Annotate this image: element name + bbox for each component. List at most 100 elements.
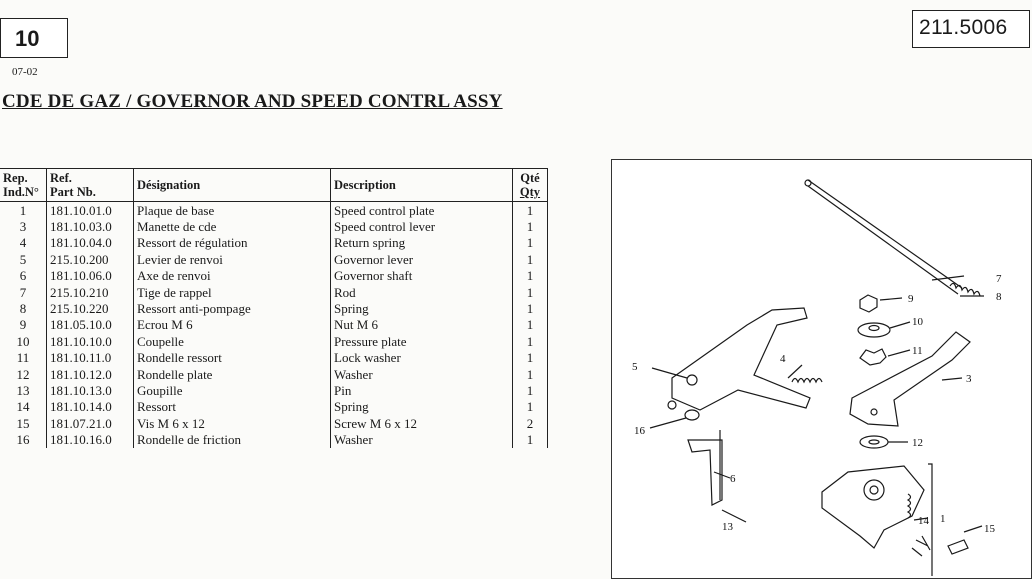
cell-ref: 181.07.21.0 [46, 415, 134, 432]
cell-designation: Manette de cde [133, 218, 331, 235]
cell-rep: 8 [0, 300, 47, 317]
cell-description: Rod [330, 283, 513, 301]
cell-description: Governor shaft [330, 267, 513, 284]
cell-qty: 1 [512, 398, 548, 416]
cell-designation: Tige de rappel [133, 283, 331, 301]
callout-13: 13 [722, 521, 734, 533]
cell-ref: 181.10.06.0 [46, 267, 134, 284]
cell-designation: Rondelle de friction [133, 431, 331, 448]
cell-description: Nut M 6 [330, 316, 513, 334]
cell-description: Governor lever [330, 251, 513, 268]
spring-part-8 [949, 282, 981, 297]
cell-description: Speed control lever [330, 218, 513, 235]
date-code: 07-02 [12, 66, 38, 78]
cell-qty: 1 [512, 218, 548, 235]
header-rep: Rep. Ind.N° [0, 168, 47, 202]
header-ref-line1: Ref. [50, 171, 72, 185]
washer-part [859, 435, 889, 449]
cell-description: Spring [330, 300, 513, 317]
cell-description: Spring [330, 398, 513, 416]
cell-description: Return spring [330, 234, 513, 252]
base-plate-part [821, 465, 925, 549]
cell-ref: 181.05.10.0 [46, 316, 134, 334]
cell-ref: 181.10.12.0 [46, 365, 134, 383]
cell-designation: Ressort [133, 398, 331, 416]
cell-ref: 181.10.01.0 [46, 201, 134, 219]
cell-designation: Levier de renvoi [133, 251, 331, 268]
cell-ref: 181.10.16.0 [46, 431, 134, 448]
cell-description: Washer [330, 365, 513, 383]
cell-ref: 215.10.210 [46, 283, 134, 301]
cell-rep: 1 [0, 201, 47, 219]
cell-ref: 181.10.03.0 [46, 218, 134, 235]
cell-qty: 1 [512, 251, 548, 268]
callout-5: 5 [632, 361, 638, 373]
cell-qty: 1 [512, 283, 548, 301]
rod-end [804, 179, 812, 187]
cell-qty: 1 [512, 382, 548, 399]
cell-qty: 1 [512, 300, 548, 317]
cell-rep: 6 [0, 267, 47, 284]
reference-number: 211.5006 [919, 16, 1008, 39]
cell-rep: 15 [0, 415, 47, 432]
callout-15: 15 [984, 523, 996, 535]
callout-16: 16 [634, 425, 646, 437]
callout-7: 7 [996, 273, 1002, 285]
cell-designation: Plaque de base [133, 201, 331, 219]
rod-part [807, 179, 963, 295]
callout-4: 4 [780, 353, 786, 365]
cell-ref: 181.10.11.0 [46, 349, 134, 366]
cell-designation: Ecrou M 6 [133, 316, 331, 334]
cell-rep: 7 [0, 283, 47, 301]
cell-designation: Ressort anti-pompage [133, 300, 331, 317]
callout-8: 8 [996, 291, 1002, 303]
cell-qty: 1 [512, 267, 548, 284]
cell-rep: 11 [0, 349, 47, 366]
cell-description: Speed control plate [330, 201, 513, 219]
cell-designation: Rondelle ressort [133, 349, 331, 366]
nut-part [859, 294, 878, 313]
screw-part [911, 535, 931, 557]
callout-10: 10 [912, 316, 924, 328]
cell-description: Lock washer [330, 349, 513, 366]
cell-qty: 1 [512, 431, 548, 448]
cell-qty: 1 [512, 201, 548, 219]
cell-rep: 13 [0, 382, 47, 399]
cell-rep: 3 [0, 218, 47, 235]
cell-rep: 10 [0, 333, 47, 350]
cell-rep: 9 [0, 316, 47, 334]
header-rep-line2: Ind.N° [3, 185, 39, 199]
cell-description: Pressure plate [330, 333, 513, 350]
lock-washer-part [859, 348, 887, 366]
cell-designation: Axe de renvoi [133, 267, 331, 284]
cell-description: Pin [330, 382, 513, 399]
diagram-svg: 7 8 9 10 11 3 4 5 16 12 6 13 14 1 15 [632, 179, 1002, 576]
governor-lever-part [671, 307, 811, 411]
cell-designation: Ressort de régulation [133, 234, 331, 252]
header-description: Description [330, 168, 513, 202]
cell-designation: Rondelle plate [133, 365, 331, 383]
cell-qty: 1 [512, 316, 548, 334]
callout-6: 6 [730, 473, 736, 485]
cell-ref: 181.10.04.0 [46, 234, 134, 252]
callout-3: 3 [966, 373, 972, 385]
cell-rep: 12 [0, 365, 47, 383]
cell-ref: 181.10.14.0 [46, 398, 134, 416]
page-title: CDE DE GAZ / GOVERNOR AND SPEED CONTRL A… [2, 91, 503, 112]
cell-description: Washer [330, 431, 513, 448]
cell-ref: 181.10.10.0 [46, 333, 134, 350]
